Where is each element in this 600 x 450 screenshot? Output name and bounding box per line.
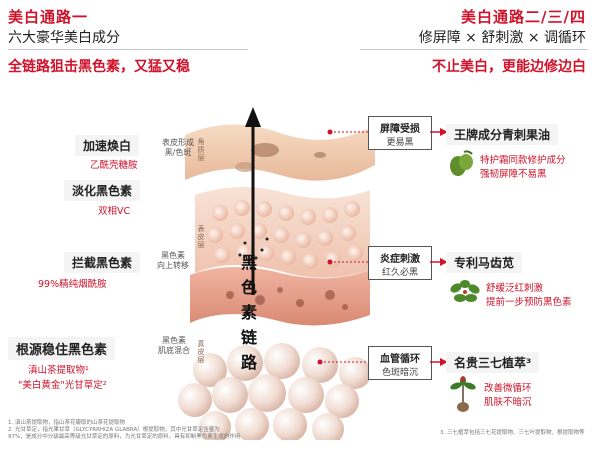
cause-box-inflammation: 炎症刺激 红久必黑 — [368, 246, 432, 280]
left-headline: 全链路狙击黑色素，又猛又稳 — [8, 59, 190, 75]
left-item-root-ingredient-1: 滇山茶提取物¹ — [28, 365, 89, 376]
left-item-intercept-note: 黑色素向上转移 — [157, 251, 189, 270]
cause-box-circulation: 血管循环 色斑暗沉 — [368, 346, 432, 380]
right-route-title: 美白通路二/三/四 — [461, 8, 586, 26]
right-item-notoginseng-desc-2: 肌肤不暗沉 — [484, 397, 532, 408]
left-item-root-note: 黑色素肌底混合 — [158, 336, 190, 355]
left-item-accelerate-ingredient: 乙酰壳糖胺 — [90, 160, 138, 171]
thorn-fruit-icon — [446, 148, 476, 178]
left-item-intercept: 拦截黑色素 — [64, 252, 141, 273]
left-header-divider — [8, 49, 248, 50]
right-headline: 不止美白，更能边修边白 — [432, 59, 586, 75]
right-item-notoginseng-desc-1: 改善微循环 — [484, 383, 532, 394]
right-item-thorn-oil-desc-2: 强韧屏障不易黑 — [480, 169, 547, 180]
right-item-purslane-desc-1: 舒缓泛红刺激 — [486, 283, 544, 294]
dermis-bubbles — [178, 343, 371, 440]
footnotes-left: 1. 滇山茶提取物，指山茶花瓣取的山茶花提取物 2. 光甘草定，指光果甘草（GL… — [8, 420, 241, 440]
skin-layers-illustration — [178, 107, 375, 440]
notoginseng-plant-icon — [448, 374, 478, 414]
cause-box-barrier: 屏障受损 更易黑 — [368, 116, 432, 150]
purslane-plant-icon — [448, 276, 482, 306]
layer-label-stratum: 角质层 — [197, 138, 205, 162]
right-item-notoginseng: 名贵三七植萃³ — [446, 352, 540, 373]
left-item-fade: 淡化黑色素 — [64, 180, 141, 201]
left-route-title: 美白通路一 — [8, 8, 89, 26]
left-item-root: 根源稳住黑色素 — [8, 337, 116, 360]
basal-layer — [190, 266, 370, 326]
left-route-subtitle: 六大豪华美白成分 — [8, 30, 120, 46]
footnote-right: 3. 三七植萃包括三七花提取物、三七叶提取物、根提取物等 — [440, 430, 585, 436]
left-item-accelerate: 加速焕白 — [75, 135, 140, 156]
right-item-purslane-desc-2: 提前一步预防黑色素 — [486, 297, 572, 308]
left-item-accelerate-note: 表皮形成黑/色斑 — [162, 138, 194, 157]
layer-label-dermis: 真皮层 — [197, 340, 205, 364]
layer-label-epidermis: 表皮层 — [197, 225, 205, 249]
right-header-divider — [360, 49, 588, 50]
stratum-corneum — [185, 124, 375, 181]
melanin-chain-label: 黑 色 素 链 路 — [240, 253, 257, 372]
left-item-root-ingredient-2: "美白黄金"光甘草定² — [18, 380, 107, 391]
right-route-subtitle: 修屏障 × 舒刺激 × 调循环 — [418, 30, 586, 46]
left-item-fade-ingredient: 双相VC — [98, 206, 131, 217]
right-item-thorn-oil: 王牌成分青刺果油 — [446, 124, 559, 145]
right-item-thorn-oil-desc-1: 特护霜同款修护成分 — [480, 155, 566, 166]
left-item-intercept-ingredient: 99%精纯烟酰胺 — [38, 279, 107, 290]
right-item-purslane: 专利马齿苋 — [446, 252, 523, 273]
